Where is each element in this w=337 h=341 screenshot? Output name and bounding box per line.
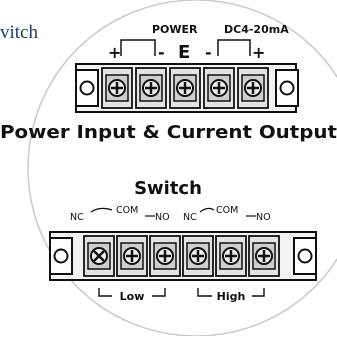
low-group-bracket (98, 288, 166, 297)
relay2-nc-label: NC (183, 212, 197, 223)
corner-label: vitch (0, 22, 38, 43)
relay1-com-label: COM (116, 205, 138, 216)
current-bracket (217, 39, 251, 56)
earth-label: E (178, 42, 190, 63)
mount-hole-icon (297, 248, 313, 264)
power-terminal (135, 67, 167, 109)
earth-terminal (169, 67, 201, 109)
relay1-nc-terminal (83, 235, 115, 277)
high-label: High (217, 290, 246, 303)
relay2-contact-arc (199, 207, 215, 213)
power-minus-sign: - (158, 43, 165, 62)
mount-hole-icon (79, 80, 95, 96)
relay1-no-terminal (149, 235, 181, 277)
relay1-nc-label: NC (70, 212, 84, 223)
relay1-contact-arc (90, 207, 113, 213)
current-plus-sign: + (252, 43, 265, 62)
power-terminal (101, 67, 133, 109)
power-label: POWER (152, 23, 198, 36)
current-terminal (203, 67, 235, 109)
relay2-nc-terminal (182, 235, 214, 277)
mount-hole-icon (53, 248, 69, 264)
mount-hole-icon (279, 80, 295, 96)
relay2-com-terminal (215, 235, 247, 277)
relay1-com-terminal (116, 235, 148, 277)
low-label: Low (120, 290, 145, 303)
current-terminal (237, 67, 269, 109)
dc-4-20ma-label: DC4-20mA (224, 23, 289, 36)
relay2-no-terminal (248, 235, 280, 277)
high-group-bracket (197, 288, 265, 297)
relay2-com-label: COM (216, 205, 238, 216)
relay2-no-label: NO (256, 212, 271, 223)
switch-title: Switch (134, 178, 202, 199)
relay1-no-label: NO (155, 212, 170, 223)
power-caption: Power Input & Current Output (0, 123, 337, 143)
power-bracket (120, 39, 156, 56)
power-plus-sign: + (108, 43, 121, 62)
current-minus-sign: - (205, 43, 212, 62)
